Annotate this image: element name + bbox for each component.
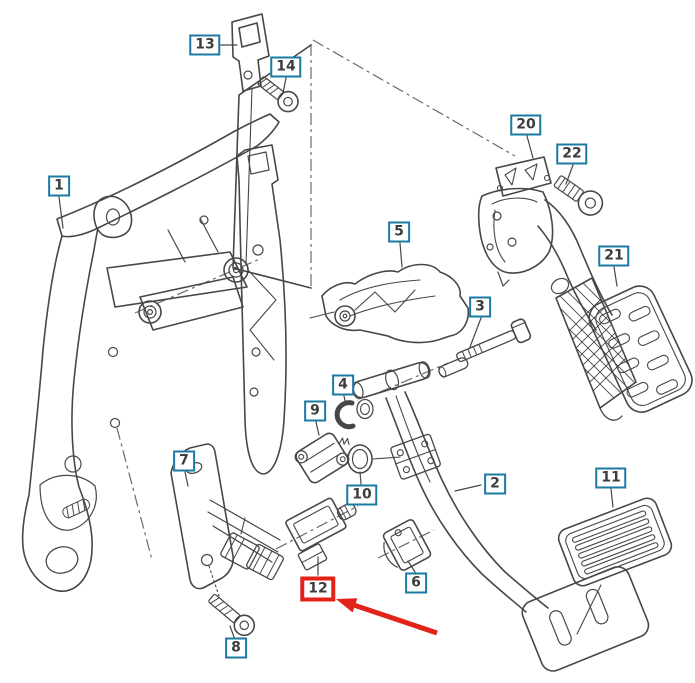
part-3-pivot-pin [438,318,532,378]
part-label-1[interactable]: 1 [48,175,70,197]
part-label-21[interactable]: 21 [598,245,630,267]
part-label-9[interactable]: 9 [304,400,326,422]
part-label-12[interactable]: 12 [300,576,336,602]
part-20-sensor [477,156,554,287]
part-label-11[interactable]: 11 [595,467,627,489]
part-2-brake-pedal [351,361,650,672]
part-label-13[interactable]: 13 [189,34,221,56]
highlight-arrow [336,598,438,636]
part-label-6[interactable]: 6 [405,572,427,594]
part-label-14[interactable]: 14 [270,56,302,78]
part-13-bracket [231,13,270,92]
part-21-pedal-cap [588,285,693,413]
part-label-7[interactable]: 7 [173,450,195,472]
part-label-4[interactable]: 4 [332,374,354,396]
part-label-2[interactable]: 2 [484,473,506,495]
part-label-8[interactable]: 8 [225,637,247,659]
part-11-pedal-pad [557,497,673,587]
part-12-switch [285,497,357,571]
part-22-bolt [553,175,604,216]
part-6-clip [382,519,432,571]
part-label-10[interactable]: 10 [346,484,378,506]
part-14-screw [257,76,299,113]
leader-lines [58,44,618,638]
highlight-arrow-head [336,598,358,613]
part-9-coupling [294,432,350,484]
part-1-bracket [21,113,287,592]
highlight-arrow-line [348,601,438,636]
part-4-clip [334,400,356,430]
part-8-screw [208,565,256,637]
part-label-5[interactable]: 5 [388,221,410,243]
part-label-20[interactable]: 20 [510,114,542,136]
part-label-3[interactable]: 3 [469,296,491,318]
part-label-22[interactable]: 22 [556,143,588,165]
part-5-bearing-bracket [309,263,470,344]
